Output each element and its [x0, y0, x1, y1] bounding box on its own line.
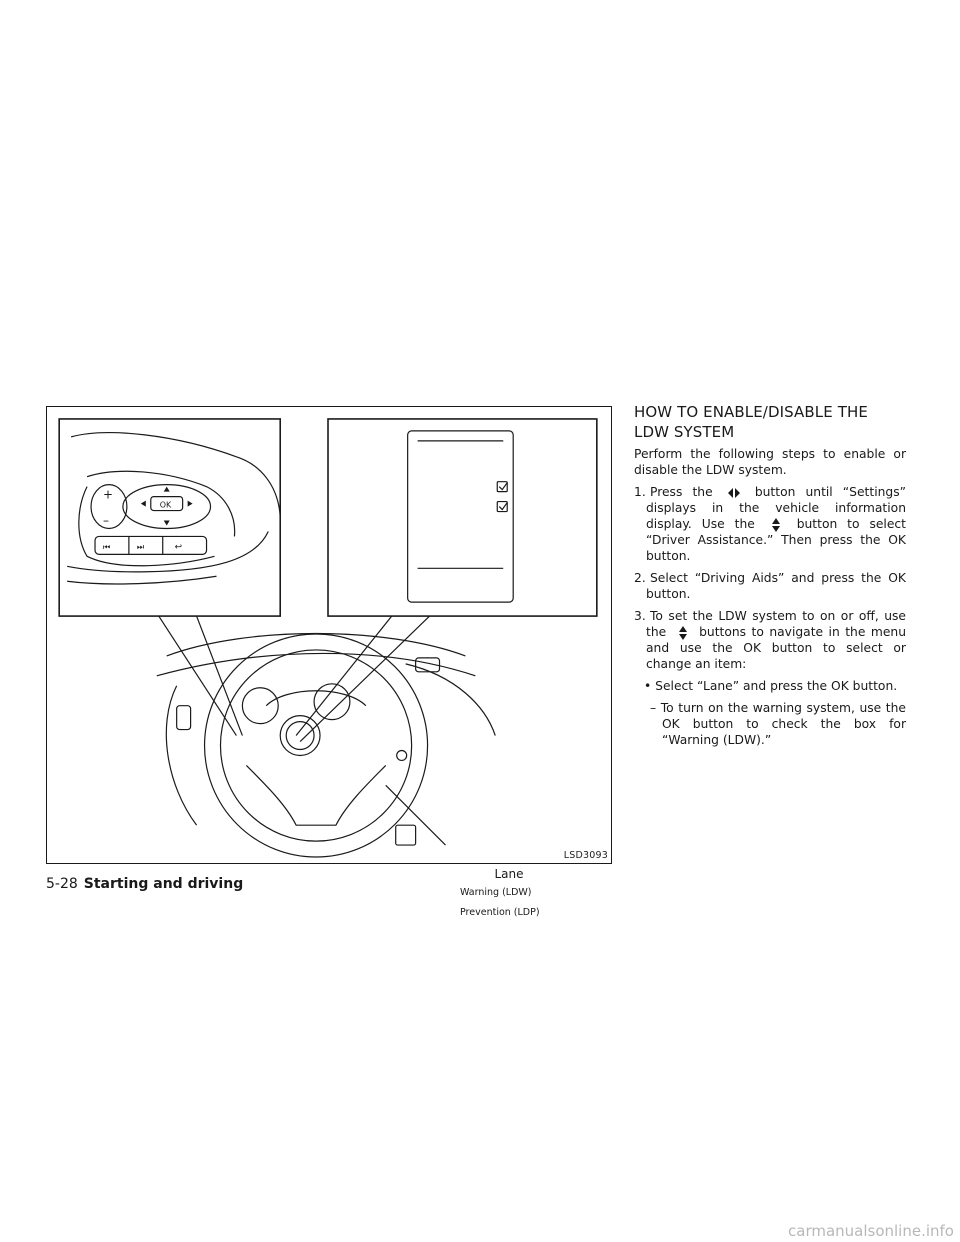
ok-button-label: OK	[160, 501, 172, 510]
step-1-number: 1.	[634, 485, 646, 499]
svg-text:↩: ↩	[175, 542, 183, 552]
svg-text:⏮: ⏮	[103, 542, 110, 551]
up-down-arrow-icon	[771, 517, 780, 532]
display-row-ldp: Prevention (LDP)	[460, 907, 540, 918]
intro-paragraph: Perform the following steps to enable or…	[634, 447, 906, 477]
footer-section-title: Starting and driving	[83, 876, 244, 892]
up-down-arrow-icon	[678, 625, 687, 640]
dash-turn-on-warning: – To turn on the warning system, use the…	[650, 701, 906, 747]
step-1-text-a: Press the	[650, 485, 713, 499]
display-row-ldw: Warning (LDW)	[460, 887, 532, 898]
text-column: HOW TO ENABLE/DISABLE THE LDW SYSTEM Per…	[634, 402, 906, 754]
page-number: 5-28	[46, 876, 78, 892]
svg-text:–: –	[103, 513, 109, 527]
step-2: 2.Select “Driving Aids” and press the OK…	[634, 570, 906, 602]
step-1: 1. Press the button until “Settings” disp…	[634, 484, 906, 564]
step-1-text-c: button to select “Driver Assistance.” Th…	[646, 517, 906, 563]
figure-label: LSD3093	[563, 850, 608, 861]
svg-text:⏭: ⏭	[137, 542, 144, 551]
step-1-text-b: button until “Settings” displays in the …	[646, 485, 906, 531]
step-3: 3.To set the LDW system to on or off, us…	[634, 608, 906, 672]
step-2-text: Select “Driving Aids” and press the OK b…	[646, 571, 906, 601]
step-3-text-b: buttons to navigate in the menu and use …	[646, 625, 906, 671]
svg-text:+: +	[103, 488, 113, 502]
display-title: Lane	[494, 867, 524, 881]
left-right-arrow-icon	[727, 487, 740, 498]
step-3-number: 3.	[634, 609, 646, 623]
watermark: carmanualsonline.info	[788, 1222, 954, 1240]
illustration-figure: OK + – ⏮ ⏭ ↩	[46, 406, 612, 918]
step-3-text-a: To set the LDW system to on or off, use …	[646, 609, 906, 639]
section-heading: HOW TO ENABLE/DISABLE THE LDW SYSTEM	[634, 403, 868, 441]
step-2-number: 2.	[634, 571, 646, 585]
steering-wheel-illustration: OK + – ⏮ ⏭ ↩	[58, 418, 598, 858]
bullet-select-lane: • Select “Lane” and press the OK button.	[644, 679, 898, 693]
page-footer: 5-28 Starting and driving	[46, 876, 243, 892]
